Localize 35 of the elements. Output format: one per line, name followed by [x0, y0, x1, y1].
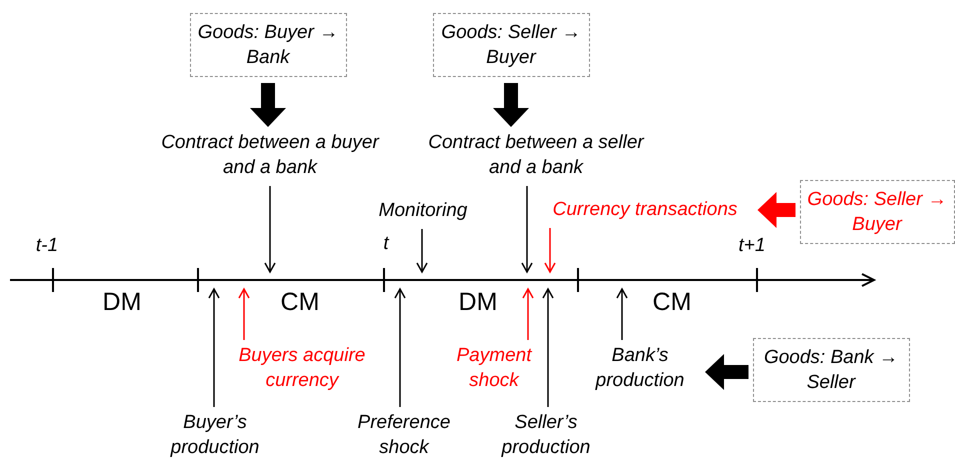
- arrow: [264, 186, 276, 273]
- dashed-box: Goods: Seller → Buyer: [432, 13, 590, 77]
- arrow: [522, 288, 534, 340]
- arrow: [208, 288, 220, 407]
- text-label: Buyer’s production: [160, 410, 270, 459]
- text-label: Contract between a buyer and a bank: [160, 130, 380, 180]
- text-label: Currency transactions: [538, 197, 752, 222]
- period-label: DM: [102, 287, 142, 318]
- dashed-box: Goods: Bank → Seller: [752, 338, 910, 402]
- text-label: Payment shock: [444, 343, 544, 393]
- period-label: CM: [280, 287, 320, 318]
- arrow: [493, 83, 529, 127]
- dashed-box: Goods: Seller → Buyer: [800, 180, 954, 244]
- dashed-box: Goods: Buyer → Bank: [190, 13, 346, 77]
- arrow: [250, 83, 286, 127]
- text-label: Seller’s production: [491, 410, 601, 459]
- arrow: [521, 186, 533, 273]
- arrow: [758, 192, 796, 228]
- time-label: t: [383, 232, 389, 256]
- arrow: [542, 288, 554, 407]
- arrow: [616, 288, 628, 340]
- text-label: Bank’s production: [580, 343, 700, 393]
- text-label: Monitoring: [363, 198, 483, 223]
- arrow: [416, 229, 428, 273]
- period-label: CM: [652, 287, 692, 318]
- time-label: t-1: [36, 234, 58, 258]
- arrow: [544, 228, 556, 273]
- arrow: [238, 288, 250, 340]
- time-label: t+1: [738, 234, 766, 258]
- arrow: [394, 288, 406, 407]
- arrow: [705, 354, 748, 390]
- text-label: Preference shock: [349, 410, 459, 459]
- period-label: DM: [458, 287, 498, 318]
- text-label: Buyers acquire currency: [222, 343, 382, 393]
- text-label: Contract between a seller and a bank: [426, 130, 646, 180]
